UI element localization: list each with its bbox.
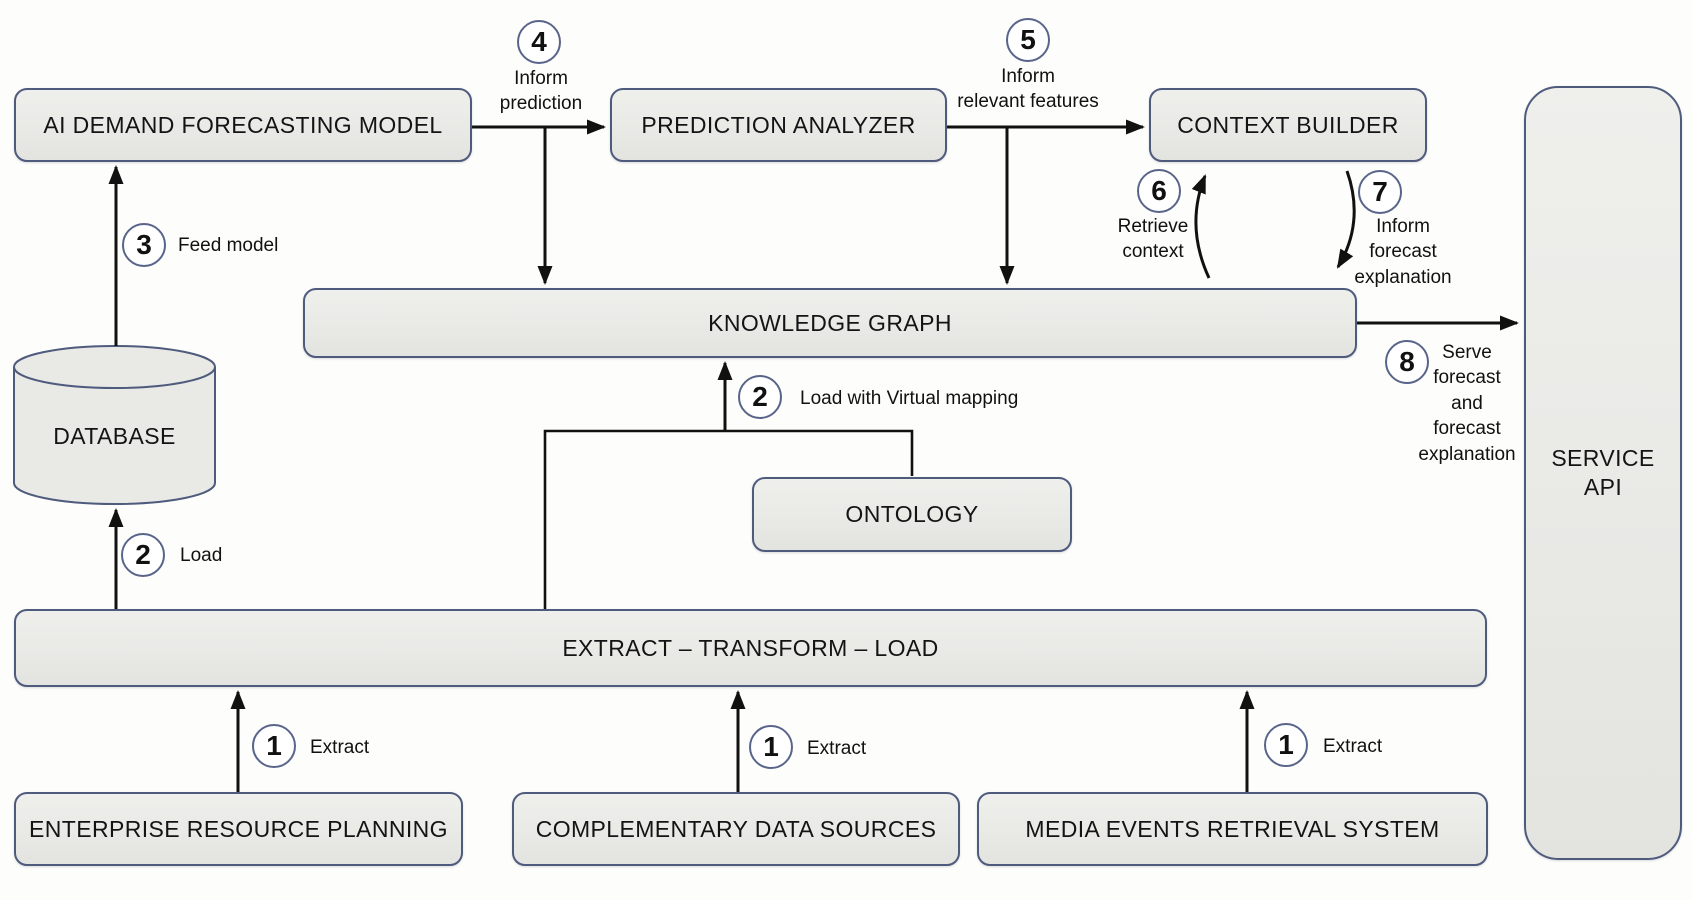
step-label-load-virtual-mapping: Load with Virtual mapping bbox=[800, 388, 1019, 409]
arrow-inform-explanation bbox=[1336, 170, 1356, 269]
step-label-load: Load bbox=[180, 545, 223, 566]
step-label-inform-features: Inform relevant features bbox=[957, 66, 1099, 113]
node-extract-transform-load: EXTRACT – TRANSFORM – LOAD bbox=[14, 609, 1487, 687]
node-ontology: ONTOLOGY bbox=[752, 477, 1072, 552]
step-circle-3: 3 bbox=[122, 223, 166, 267]
step-circle-6: 6 bbox=[1137, 169, 1181, 213]
step-circle-7: 7 bbox=[1358, 170, 1402, 214]
node-context-builder: CONTEXT BUILDER bbox=[1149, 88, 1427, 162]
node-enterprise-resource-planning: ENTERPRISE RESOURCE PLANNING bbox=[14, 792, 463, 866]
step-label-extract-cds: Extract bbox=[807, 738, 867, 759]
node-service-api: SERVICE API bbox=[1524, 86, 1682, 860]
connector-etl-ontology bbox=[543, 429, 914, 609]
step-label-extract-mers: Extract bbox=[1323, 736, 1383, 757]
node-knowledge-graph: KNOWLEDGE GRAPH bbox=[303, 288, 1357, 358]
node-database-label: DATABASE bbox=[53, 422, 176, 449]
step-circle-8: 8 bbox=[1385, 340, 1429, 384]
step-circle-2-load-kg: 2 bbox=[738, 375, 782, 419]
step-label-serve-forecast: Serve forecast and forecast explanation bbox=[1418, 342, 1516, 465]
step-label-inform-prediction: Inform prediction bbox=[499, 68, 583, 115]
node-complementary-data-sources: COMPLEMENTARY DATA SOURCES bbox=[512, 792, 960, 866]
step-label-extract-erp: Extract bbox=[310, 737, 370, 758]
step-label-retrieve-context: Retrieve context bbox=[1117, 216, 1189, 263]
step-circle-1-cds: 1 bbox=[749, 725, 793, 769]
node-prediction-analyzer: PREDICTION ANALYZER bbox=[610, 88, 947, 162]
step-circle-2-load: 2 bbox=[121, 533, 165, 577]
arrow-retrieve-context bbox=[1191, 174, 1211, 279]
step-circle-5: 5 bbox=[1006, 18, 1050, 62]
node-ai-demand-forecasting-model: AI DEMAND FORECASTING MODEL bbox=[14, 88, 472, 162]
step-circle-4: 4 bbox=[517, 20, 561, 64]
step-circle-1-erp: 1 bbox=[252, 724, 296, 768]
step-label-inform-explanation: Inform forecast explanation bbox=[1354, 216, 1452, 288]
step-label-feed-model: Feed model bbox=[178, 235, 279, 256]
step-circle-1-mers: 1 bbox=[1264, 723, 1308, 767]
node-media-events-retrieval-system: MEDIA EVENTS RETRIEVAL SYSTEM bbox=[977, 792, 1488, 866]
